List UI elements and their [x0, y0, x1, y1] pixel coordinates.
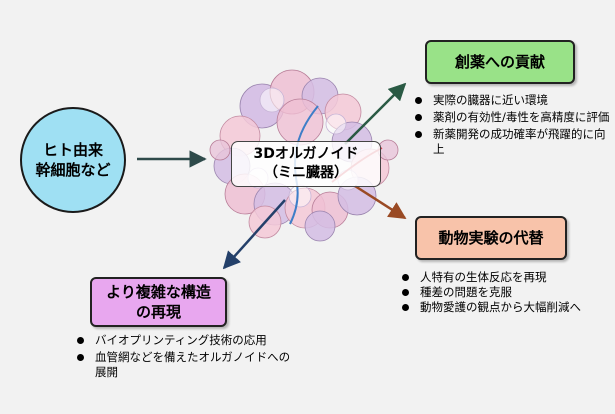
arrow-to-drug-discovery [344, 82, 407, 145]
complex-structure-line-1: より複雑な構造 [106, 283, 211, 301]
organoid-line-1: 3Dオルガノイド [253, 146, 359, 162]
list-item: 実際の臓器に近い環境 [413, 93, 613, 108]
animal-alternative-box: 動物実験の代替 [415, 216, 567, 260]
arrow-to-animal-alternative [354, 184, 407, 220]
list-item: 薬剤の有効性/毒性を高精度に評価 [413, 110, 613, 125]
organoid-label: 3Dオルガノイド （ミニ臓器） [231, 141, 381, 187]
animal-alternative-list: 人特有の生体反応を再現 種差の問題を克服 動物愛護の観点から大幅削減へ [400, 270, 612, 315]
source-line-2: 幹細胞など [35, 161, 111, 179]
list-item: 種差の問題を克服 [400, 285, 612, 300]
drug-discovery-title: 創薬への貢献 [454, 53, 545, 71]
drug-discovery-box: 創薬への貢献 [425, 40, 575, 84]
animal-alternative-title: 動物実験の代替 [438, 229, 544, 247]
arrow-to-complex-structure [222, 199, 286, 270]
list-item: 人特有の生体反応を再現 [400, 270, 612, 285]
list-item: 血管網などを備えたオルガノイドへの展開 [75, 350, 295, 380]
source-line-1: ヒト由来 [42, 141, 103, 159]
source-stem-cells-node: ヒト由来 幹細胞など [20, 107, 126, 213]
drug-discovery-list: 実際の臓器に近い環境 薬剤の有効性/毒性を高精度に評価 新薬開発の成功確率が飛躍… [413, 93, 613, 159]
list-item: 動物愛護の観点から大幅削減へ [400, 300, 612, 315]
organoid-line-2: （ミニ臓器） [264, 165, 348, 181]
list-item: バイオプリンティング技術の応用 [75, 333, 295, 348]
complex-structure-line-2: の再現 [135, 303, 181, 321]
complex-structure-list: バイオプリンティング技術の応用 血管網などを備えたオルガノイドへの展開 [75, 333, 295, 382]
complex-structure-box: より複雑な構造 の再現 [90, 277, 227, 327]
list-item: 新薬開発の成功確率が飛躍的に向上 [413, 127, 613, 157]
